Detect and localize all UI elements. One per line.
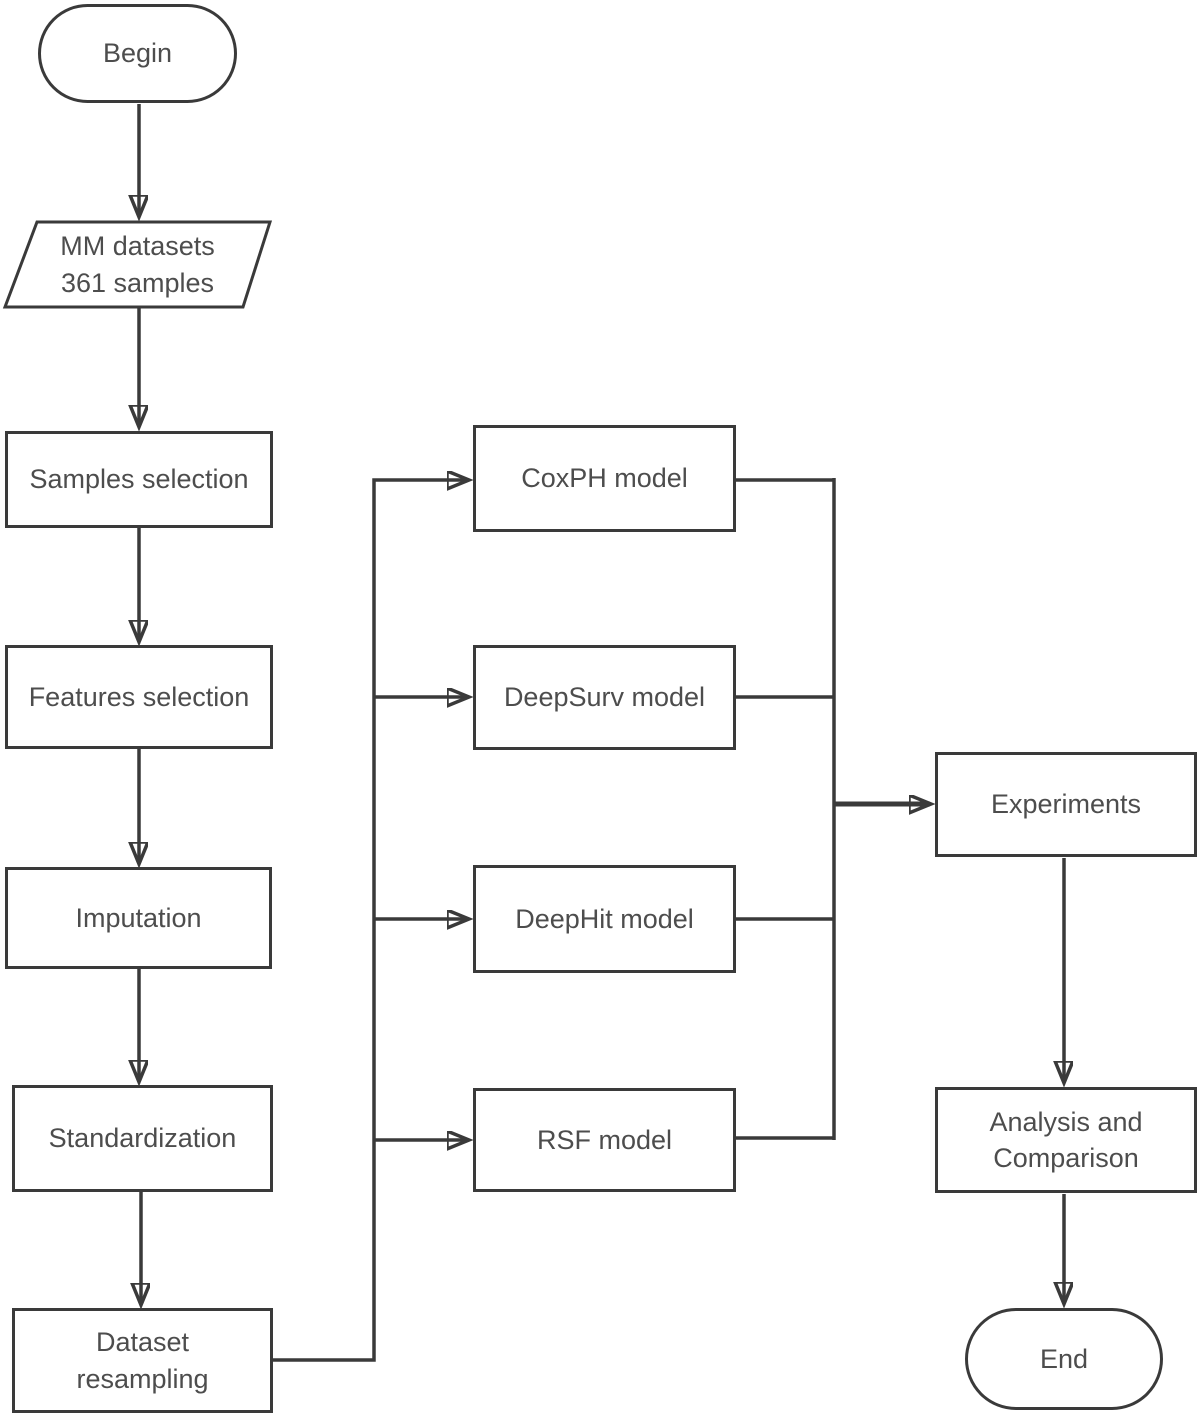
- node-end: End: [965, 1308, 1163, 1410]
- node-coxph-model: CoxPH model: [473, 425, 736, 532]
- node-datasets: MM datasets 361 samples: [5, 222, 270, 307]
- node-dataset-resampling: Dataset resampling: [12, 1308, 273, 1413]
- node-deephit-model: DeepHit model: [473, 865, 736, 973]
- node-features-selection-label: Features selection: [28, 681, 250, 712]
- node-rsf-model-label: RSF model: [536, 1124, 673, 1155]
- node-samples-selection-label: Samples selection: [29, 464, 249, 495]
- node-analysis-comparison-label: Analysis and Comparison: [989, 1106, 1143, 1173]
- node-deepsurv-model-label: DeepSurv model: [503, 682, 706, 713]
- node-deepsurv-model: DeepSurv model: [473, 645, 736, 750]
- datasets-parallelogram: [2, 220, 273, 309]
- node-samples-selection: Samples selection: [5, 431, 273, 528]
- node-dataset-resampling-label: Dataset resampling: [76, 1327, 209, 1394]
- node-features-selection: Features selection: [5, 645, 273, 749]
- node-rsf-model: RSF model: [473, 1088, 736, 1192]
- node-experiments-label: Experiments: [990, 789, 1142, 820]
- node-deephit-model-label: DeepHit model: [515, 903, 694, 934]
- node-begin-label: Begin: [102, 38, 173, 69]
- node-datasets-label: MM datasets 361 samples: [60, 231, 215, 298]
- node-standardization-label: Standardization: [48, 1123, 237, 1154]
- node-imputation: Imputation: [5, 867, 272, 969]
- node-analysis-comparison: Analysis and Comparison: [935, 1087, 1197, 1193]
- node-begin: Begin: [38, 4, 237, 103]
- node-standardization: Standardization: [12, 1085, 273, 1192]
- node-end-label: End: [1039, 1343, 1089, 1374]
- node-imputation-label: Imputation: [75, 902, 202, 933]
- node-coxph-model-label: CoxPH model: [521, 463, 688, 494]
- node-experiments: Experiments: [935, 752, 1197, 857]
